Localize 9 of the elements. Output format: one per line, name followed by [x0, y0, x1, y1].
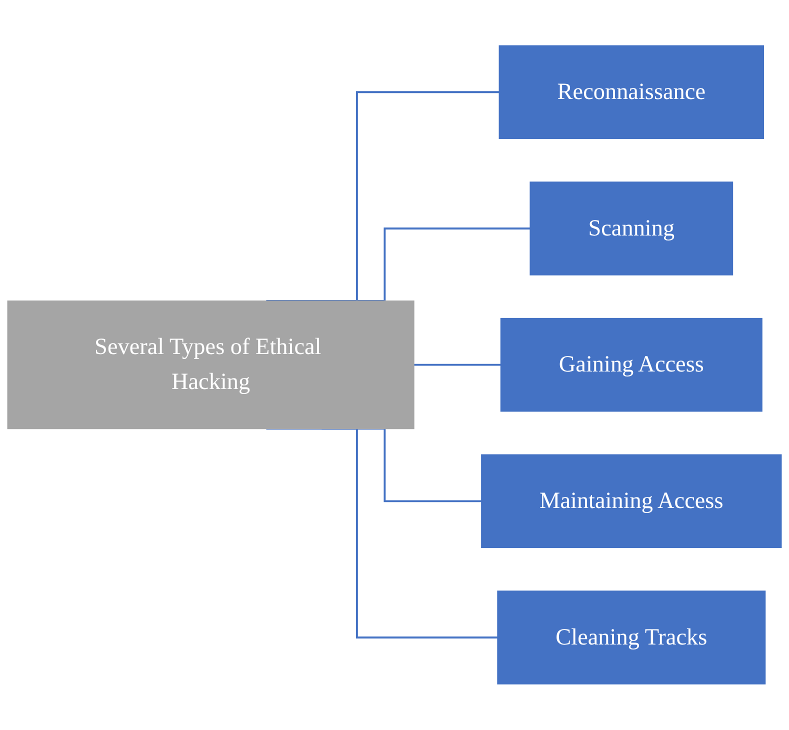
node-box: Several Types of Ethical Hacking	[7, 300, 414, 430]
node-box: Maintaining Access	[481, 454, 782, 548]
connector	[266, 91, 500, 302]
node-box: Reconnaissance	[498, 45, 764, 140]
node-box: Cleaning Tracks	[497, 590, 766, 685]
connector	[266, 428, 498, 639]
node-box: Gaining Access	[500, 318, 762, 412]
connector	[414, 364, 501, 366]
node-box: Scanning	[530, 182, 734, 276]
